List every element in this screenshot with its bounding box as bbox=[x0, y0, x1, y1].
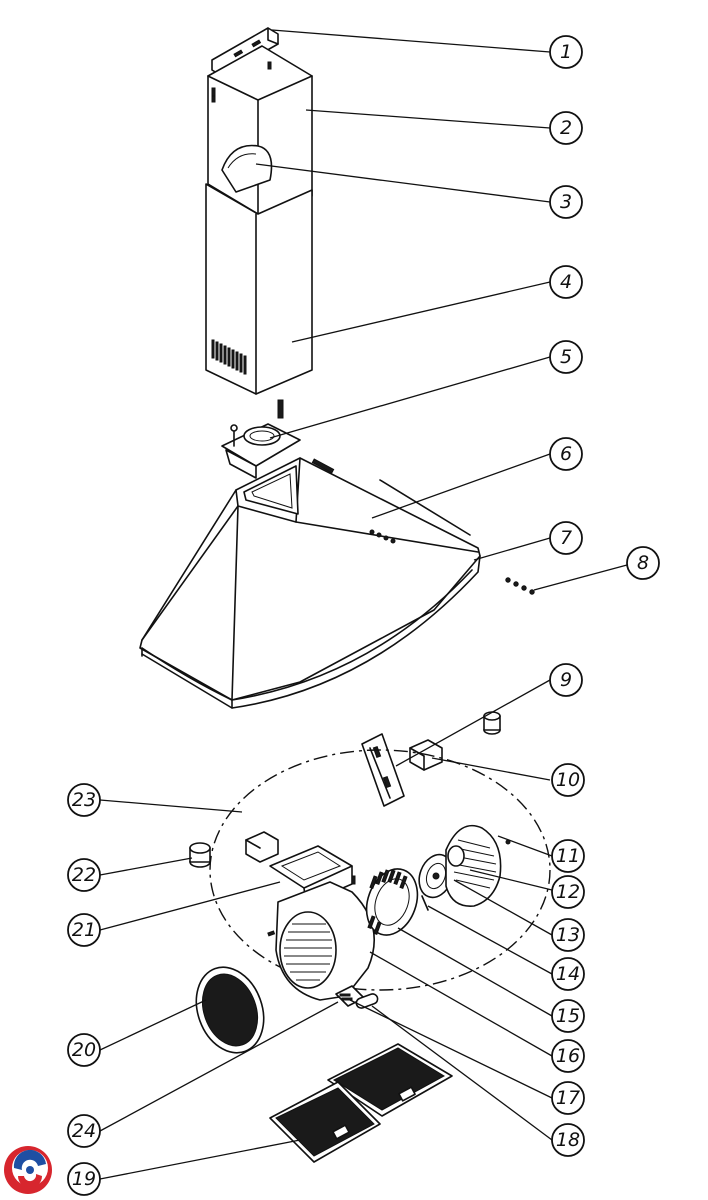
callout-22: 22 bbox=[67, 858, 101, 892]
svg-text:5: 5 bbox=[560, 346, 572, 368]
svg-text:8: 8 bbox=[637, 552, 649, 574]
svg-text:15: 15 bbox=[556, 1005, 580, 1027]
callout-10: 10 bbox=[551, 763, 585, 797]
svg-text:13: 13 bbox=[556, 924, 580, 946]
svg-text:14: 14 bbox=[556, 963, 580, 985]
svg-text:20: 20 bbox=[72, 1039, 96, 1061]
callout-2: 2 bbox=[549, 111, 583, 145]
svg-text:1: 1 bbox=[560, 41, 572, 63]
lower-chimney bbox=[205, 183, 313, 395]
upper-chimney bbox=[207, 45, 313, 215]
screws bbox=[505, 577, 535, 595]
callout-16: 16 bbox=[551, 1039, 585, 1073]
callout-24: 24 bbox=[67, 1114, 101, 1148]
callout-11: 11 bbox=[551, 839, 585, 873]
svg-text:12: 12 bbox=[556, 881, 580, 903]
svg-text:6: 6 bbox=[560, 443, 572, 465]
svg-text:23: 23 bbox=[72, 789, 96, 811]
svg-text:24: 24 bbox=[72, 1120, 96, 1142]
svg-text:9: 9 bbox=[560, 669, 572, 691]
brand-logo bbox=[4, 1146, 52, 1194]
callout-1: 1 bbox=[549, 35, 583, 69]
callout-3: 3 bbox=[549, 185, 583, 219]
callout-6: 6 bbox=[549, 437, 583, 471]
svg-text:2: 2 bbox=[560, 117, 572, 139]
carbon-filters bbox=[269, 1043, 453, 1163]
blower-housing bbox=[267, 875, 375, 1001]
callout-17: 17 bbox=[551, 1081, 585, 1115]
svg-text:3: 3 bbox=[560, 191, 572, 213]
callout-21: 21 bbox=[67, 913, 101, 947]
capacitor bbox=[355, 993, 379, 1009]
control-switch bbox=[361, 733, 405, 807]
chimney-opening bbox=[221, 144, 273, 193]
callout-8: 8 bbox=[626, 546, 660, 580]
svg-text:18: 18 bbox=[556, 1129, 580, 1151]
callout-20: 20 bbox=[67, 1033, 101, 1067]
svg-text:16: 16 bbox=[556, 1045, 580, 1067]
hood-body bbox=[139, 457, 481, 709]
callout-12: 12 bbox=[551, 875, 585, 909]
impeller bbox=[365, 868, 419, 936]
callout-9: 9 bbox=[549, 663, 583, 697]
leader-lines bbox=[99, 29, 628, 1180]
callout-7: 7 bbox=[549, 521, 583, 555]
svg-text:10: 10 bbox=[556, 769, 580, 791]
svg-text:11: 11 bbox=[556, 845, 580, 867]
svg-text:21: 21 bbox=[72, 919, 96, 941]
callout-4: 4 bbox=[549, 265, 583, 299]
svg-text:17: 17 bbox=[556, 1087, 580, 1109]
motor bbox=[418, 853, 454, 911]
round-grease-filter bbox=[195, 966, 265, 1054]
callout-18: 18 bbox=[551, 1123, 585, 1157]
callout-19: 19 bbox=[67, 1162, 101, 1196]
knob-top bbox=[483, 711, 501, 735]
svg-text:4: 4 bbox=[560, 271, 572, 293]
light-cover-left bbox=[245, 831, 279, 863]
svg-text:7: 7 bbox=[560, 527, 572, 549]
callout-14: 14 bbox=[551, 957, 585, 991]
callout-5: 5 bbox=[549, 340, 583, 374]
motor-plate bbox=[445, 824, 511, 907]
callout-13: 13 bbox=[551, 918, 585, 952]
callout-15: 15 bbox=[551, 999, 585, 1033]
svg-text:19: 19 bbox=[72, 1168, 96, 1190]
svg-text:22: 22 bbox=[72, 864, 96, 886]
motor-assembly-boundary bbox=[209, 749, 551, 991]
knob-left bbox=[189, 842, 211, 868]
callout-23: 23 bbox=[67, 783, 101, 817]
